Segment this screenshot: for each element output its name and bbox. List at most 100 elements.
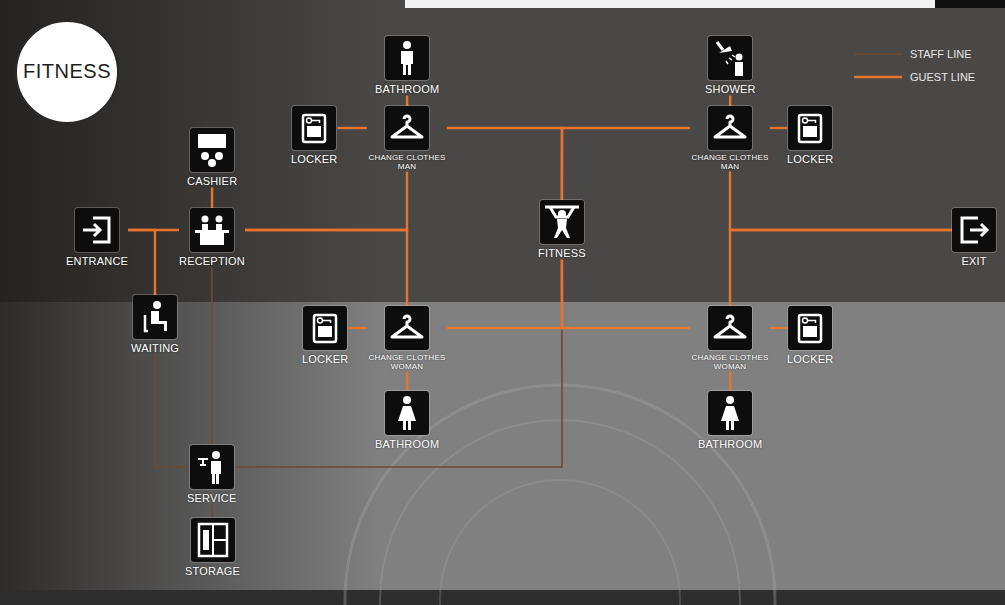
fitness-icon xyxy=(540,200,584,244)
storage-icon xyxy=(191,518,235,562)
guest-line xyxy=(348,328,367,329)
woman-icon xyxy=(708,391,752,435)
cashier-node: CASHIER xyxy=(187,128,237,188)
service-icon xyxy=(190,445,234,489)
locker-icon xyxy=(292,106,336,150)
guest-line xyxy=(245,171,407,230)
guest-line xyxy=(730,371,731,391)
connector-path xyxy=(406,371,408,391)
legend-row: STAFF LINE xyxy=(852,42,975,65)
shower-node: SHOWER xyxy=(705,36,756,96)
connector-path xyxy=(211,268,213,445)
guest-line xyxy=(447,260,562,328)
bathroom-node: BATHROOM xyxy=(698,391,762,451)
connector-path xyxy=(337,127,367,129)
exit-node: EXIT xyxy=(952,208,996,268)
legend-text: STAFF LINE xyxy=(910,48,972,60)
fitness-node: FITNESS xyxy=(538,200,586,260)
logo-title: FITNESS xyxy=(17,60,117,83)
locker-icon xyxy=(788,106,832,150)
node-label: CHANGE CLOTHES WOMAN xyxy=(690,353,770,371)
node-label: CASHIER xyxy=(187,175,237,188)
node-label: CHANGE CLOTHES WOMAN xyxy=(367,353,447,371)
waiting-icon xyxy=(133,295,177,339)
locker-node: LOCKER xyxy=(291,106,337,166)
guest-line xyxy=(128,230,155,295)
connector-path xyxy=(128,230,155,295)
node-label: RECEPTION xyxy=(179,255,245,268)
legend-sample xyxy=(852,71,904,83)
change-room-node: CHANGE CLOTHES WOMAN xyxy=(367,306,447,371)
node-label: SERVICE xyxy=(187,492,237,505)
legend-sample xyxy=(852,48,904,60)
guest-line xyxy=(407,371,408,391)
connector-path xyxy=(245,230,407,306)
node-label: WAITING xyxy=(131,342,179,355)
guest-line xyxy=(770,328,787,329)
connector-path xyxy=(211,505,213,518)
guest-line xyxy=(562,128,690,200)
connector-path xyxy=(348,327,367,329)
reception-node: RECEPTION xyxy=(179,208,245,268)
connector-path xyxy=(211,188,214,208)
woman-icon xyxy=(385,391,429,435)
staff-line xyxy=(237,260,563,467)
hanger-icon xyxy=(708,306,752,350)
legend-row: GUEST LINE xyxy=(852,65,975,88)
guest-line xyxy=(212,188,213,208)
connector-path xyxy=(730,171,952,230)
locker-node: LOCKER xyxy=(787,106,833,166)
guest-line xyxy=(730,171,952,230)
connector-path xyxy=(729,96,732,106)
connector-path xyxy=(237,260,563,467)
staff-line xyxy=(211,268,212,445)
cashier-icon xyxy=(190,128,234,172)
staff-line xyxy=(155,355,187,467)
node-label: SHOWER xyxy=(705,83,756,96)
entrance-node: ENTRANCE xyxy=(66,208,128,268)
staff-line xyxy=(212,505,213,518)
node-label: LOCKER xyxy=(302,353,348,366)
node-label: LOCKER xyxy=(787,353,833,366)
man-icon xyxy=(385,36,429,80)
connector-path xyxy=(562,260,690,328)
change-room-node: CHANGE CLOTHES MAN xyxy=(690,106,770,171)
change-room-node: CHANGE CLOTHES MAN xyxy=(367,106,447,171)
node-label: LOCKER xyxy=(291,153,337,166)
node-label: LOCKER xyxy=(787,153,833,166)
hanger-icon xyxy=(708,106,752,150)
guest-line xyxy=(730,96,731,106)
locker-icon xyxy=(303,306,347,350)
node-label: ENTRANCE xyxy=(66,255,128,268)
node-label: FITNESS xyxy=(538,247,586,260)
node-label: BATHROOM xyxy=(375,438,439,451)
connector-path xyxy=(770,327,787,329)
connector-path xyxy=(729,371,731,391)
node-label: BATHROOM xyxy=(698,438,762,451)
connector-path xyxy=(155,355,187,467)
entrance-icon xyxy=(75,208,119,252)
guest-line xyxy=(245,230,407,306)
exit-icon xyxy=(952,208,996,252)
connector-path xyxy=(562,128,690,200)
node-label: STORAGE xyxy=(185,565,240,578)
node-label: BATHROOM xyxy=(375,83,439,96)
waiting-node: WAITING xyxy=(131,295,179,355)
connector-path xyxy=(406,96,408,106)
connector-path xyxy=(447,128,562,200)
connector-path xyxy=(245,171,407,230)
connector-path xyxy=(770,127,787,129)
locker-icon xyxy=(788,306,832,350)
guest-line xyxy=(337,128,367,129)
service-node: SERVICE xyxy=(187,445,237,505)
connector-path xyxy=(730,230,952,306)
guest-line xyxy=(770,128,787,129)
guest-line xyxy=(730,230,952,306)
change-room-node: CHANGE CLOTHES WOMAN xyxy=(690,306,770,371)
storage-node: STORAGE xyxy=(185,518,240,578)
reception-icon xyxy=(190,208,234,252)
guest-line xyxy=(407,96,408,106)
node-label: CHANGE CLOTHES MAN xyxy=(690,153,770,171)
connector-path xyxy=(447,260,562,328)
